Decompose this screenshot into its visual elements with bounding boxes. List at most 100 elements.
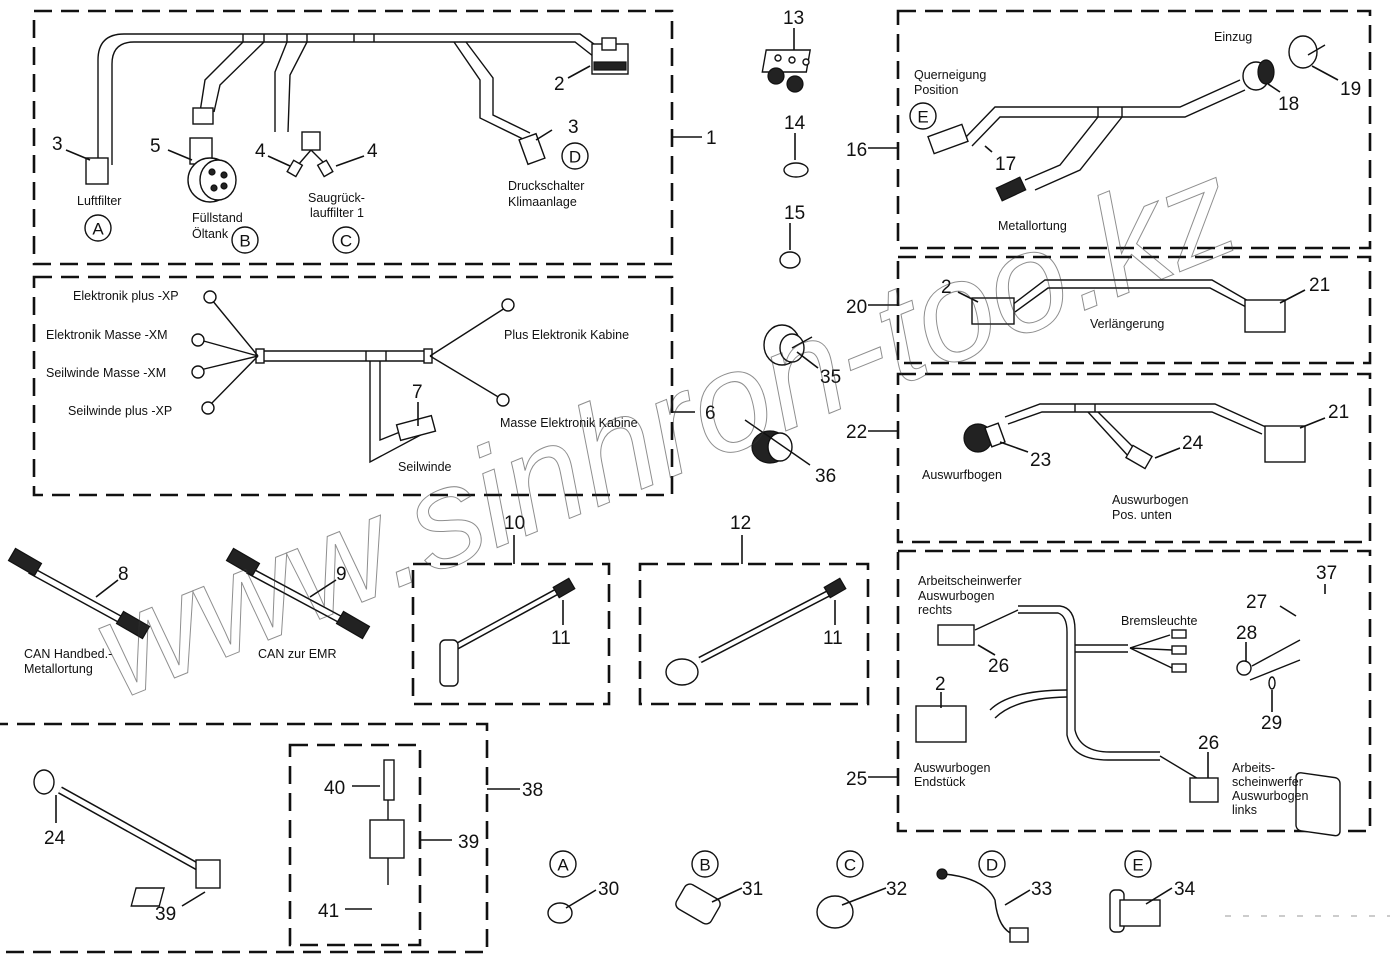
- callout-11: 11: [823, 628, 843, 649]
- group-20-frame: [896, 255, 1372, 365]
- harness-trunk: [1018, 605, 1160, 761]
- ref-letter-E: E: [1124, 850, 1152, 878]
- connector-2: [591, 37, 629, 75]
- label-lauffilter: lauffilter 1: [310, 206, 364, 220]
- group-16-frame: [896, 9, 1372, 250]
- callout-24: 24: [1182, 433, 1204, 454]
- svg-text:C: C: [844, 856, 856, 875]
- label-bremsleuchte: Bremsleuchte: [1121, 614, 1197, 628]
- callout-37: 37: [1316, 563, 1337, 584]
- group-10-frame: [411, 562, 611, 706]
- callout-21: 21: [1328, 402, 1349, 423]
- ref-letter-B: B: [691, 850, 719, 878]
- label-auswurbogen: Auswurbogen: [1112, 493, 1188, 507]
- label-scheinwerfer: scheinwerfer: [1232, 775, 1303, 789]
- connector-21: [1264, 425, 1306, 463]
- can-cable-9: [225, 547, 371, 640]
- callout-41: 41: [318, 901, 339, 922]
- group-6-frame: [32, 275, 674, 497]
- label-links: links: [1232, 803, 1257, 817]
- ref-letter-C: C: [836, 850, 864, 878]
- ring-terminal: [496, 393, 510, 407]
- sensor-row: A 30 B 31 C 32 D 33 E 34: [547, 850, 1390, 943]
- connector-3-left: [85, 157, 109, 185]
- cable-group-10: 10 11: [411, 513, 611, 706]
- plug-39: [195, 859, 221, 889]
- label-metallortung: Metallortung: [24, 662, 93, 676]
- callout-11: 11: [551, 628, 571, 649]
- sensor-33: [936, 868, 948, 880]
- flat-terminal: [1171, 645, 1187, 655]
- ref-letter-C: C: [332, 226, 360, 254]
- can-cable-8: [7, 547, 151, 640]
- label-endstueck: Endstück: [914, 775, 966, 789]
- callout-4: 4: [367, 141, 378, 162]
- label-plus-elektronik-kabine: Plus Elektronik Kabine: [504, 328, 629, 342]
- label-can-emr: CAN zur EMR: [258, 647, 336, 661]
- harness-group-1: 1 2: [32, 9, 717, 266]
- harness-group-20: 20 2 21 Verlängerung: [846, 255, 1372, 365]
- ref-letter-A: A: [84, 214, 112, 242]
- sensor-31: [675, 883, 721, 925]
- connector-3-right: [518, 132, 546, 166]
- callout-24: 24: [44, 828, 66, 849]
- t-distributor-13: [761, 49, 812, 93]
- connector-24: [33, 769, 55, 795]
- callout-19: 19: [1340, 79, 1361, 100]
- label-saugrueck: Saugrück-: [308, 191, 365, 205]
- loose-parts: 13 14 15 35 36: [744, 8, 841, 487]
- round-connector-18: [1242, 59, 1275, 91]
- branch-5: [199, 41, 265, 113]
- harness-trunk: [1004, 403, 1269, 435]
- svg-text:A: A: [557, 856, 569, 875]
- callout-13: 13: [783, 8, 804, 29]
- harness-group-38: 38 24 39 39 40 41: [0, 722, 543, 954]
- harness-group-16: 16 17 18 19 Querneigung Position Einzug …: [846, 9, 1372, 250]
- label-position: Position: [914, 83, 959, 97]
- callout-38: 38: [522, 780, 543, 801]
- callout-20: 20: [846, 297, 867, 318]
- callout-34: 34: [1174, 879, 1196, 900]
- svg-text:D: D: [569, 148, 581, 167]
- bolt-40: [383, 759, 395, 801]
- ref-letter-D: D: [561, 142, 589, 170]
- callout-35: 35: [820, 367, 841, 388]
- callout-33: 33: [1031, 879, 1052, 900]
- connector-2: [971, 297, 1015, 325]
- svg-text:A: A: [92, 220, 104, 239]
- ring-terminal: [191, 333, 205, 347]
- callout-6: 6: [705, 403, 716, 424]
- callout-4: 4: [255, 141, 266, 162]
- label-elektronik-masse: Elektronik Masse -XM: [46, 328, 168, 342]
- clamp-15: [779, 251, 801, 269]
- label-can-handbed: CAN Handbed.-: [24, 647, 112, 661]
- group-12-frame: [638, 562, 870, 706]
- plug-11: [823, 577, 847, 599]
- label-auswurbogen: Auswurbogen: [914, 761, 990, 775]
- ring-terminal: [203, 290, 217, 304]
- ring-leads-right: [429, 307, 506, 399]
- callout-10: 10: [504, 513, 525, 534]
- label-metallortung: Metallortung: [998, 219, 1067, 233]
- callout-26: 26: [1198, 733, 1219, 754]
- branch-3: [453, 41, 531, 141]
- callout-17: 17: [995, 154, 1016, 175]
- terminal-4a: [286, 159, 304, 178]
- callout-15: 15: [784, 203, 805, 224]
- label-rechts: rechts: [918, 603, 952, 617]
- svg-text:B: B: [699, 856, 710, 875]
- callout-16: 16: [846, 140, 867, 161]
- ring-leads-left: [199, 299, 259, 406]
- label-auswurbogen: Auswurbogen: [918, 589, 994, 603]
- callout-5: 5: [150, 136, 161, 157]
- label-querneigung: Querneigung: [914, 68, 986, 82]
- flat-terminal: [1171, 629, 1187, 639]
- connector-26: [937, 624, 975, 646]
- callout-2: 2: [941, 277, 952, 298]
- terminal-4b: [316, 159, 334, 178]
- group-39-frame: [288, 743, 422, 947]
- solenoid-plug: [369, 819, 405, 859]
- sensor-33-cable: [943, 873, 1016, 936]
- label-fuellstand: Füllstand: [192, 211, 243, 225]
- ring-terminal: [501, 298, 515, 312]
